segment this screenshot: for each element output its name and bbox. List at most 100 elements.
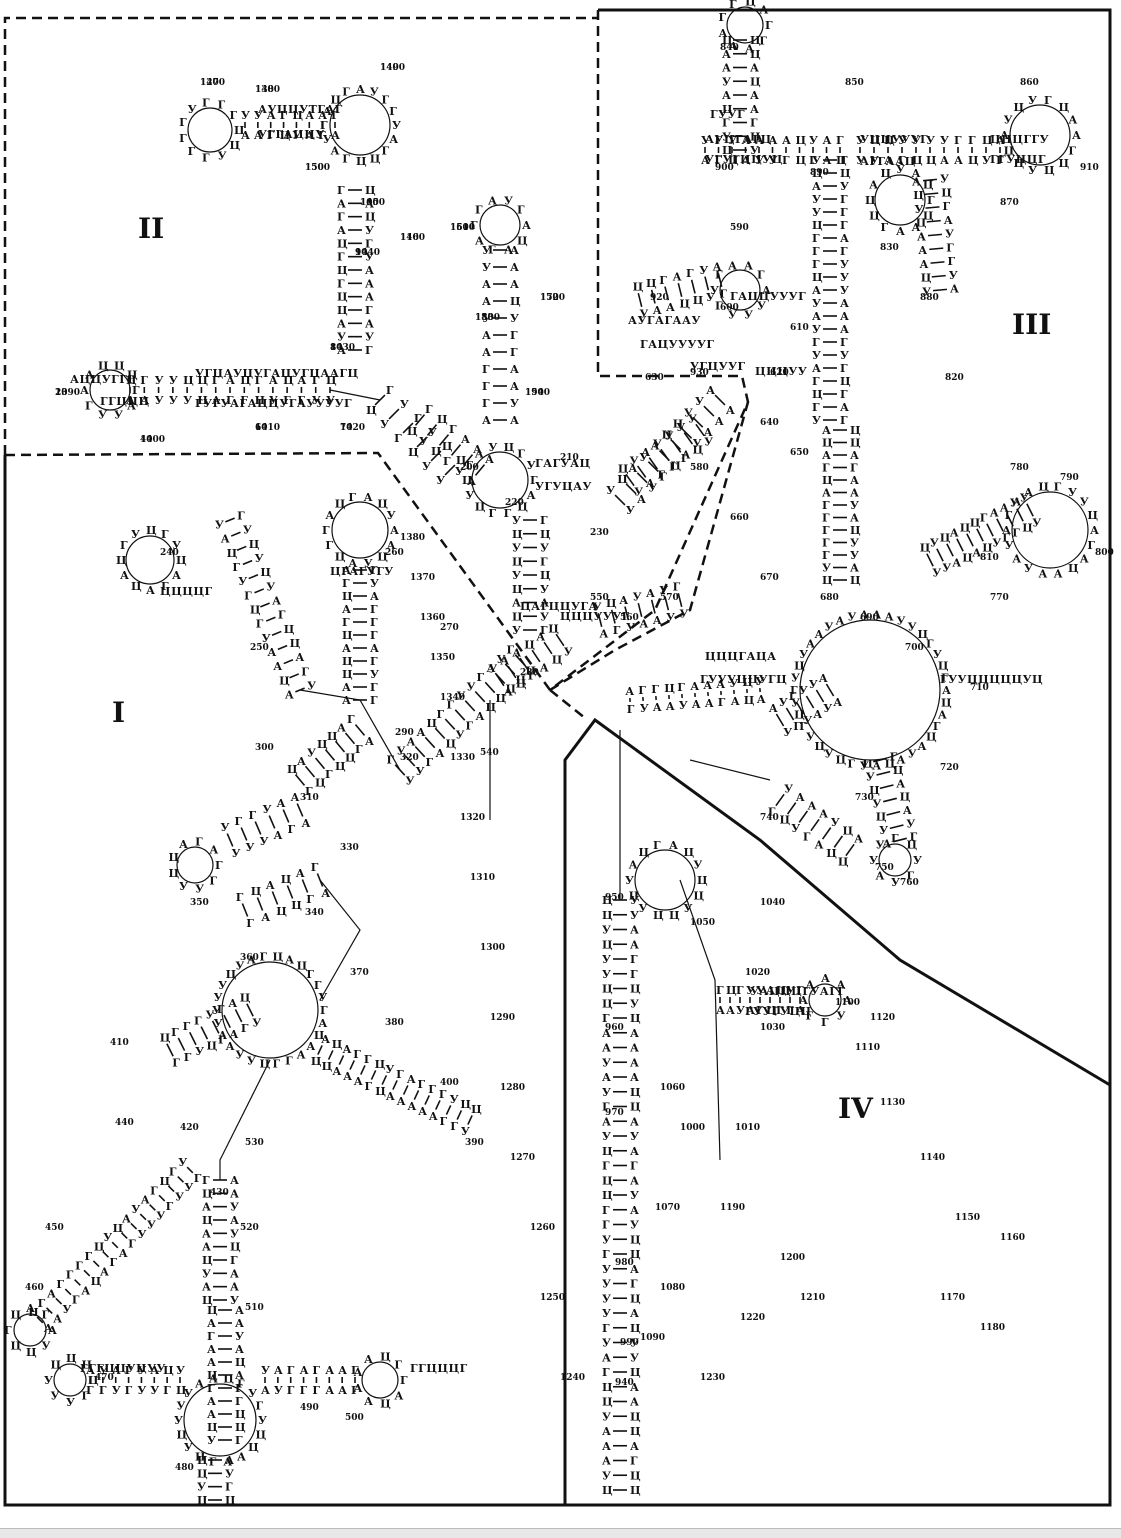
nucleotide: Г [488,507,496,520]
nucleotide: Ц [273,950,284,963]
nucleotide: А [630,1027,639,1040]
base-pair-bond [243,561,252,565]
nucleotide: Г [602,1219,610,1232]
nucleotide: Г [56,1278,64,1291]
nucleotide: А [475,234,484,247]
nucleotide: Ц [207,1304,218,1317]
nucleotide: Г [255,1400,263,1413]
nucleotide: А [510,380,519,393]
nucleotide: А [602,1440,611,1453]
nucleotide: Г [437,708,445,721]
nucleotide: Г [653,839,661,852]
nucleotide: Ц [780,814,791,827]
position-number: 940 [615,1378,634,1388]
nucleotide: Г [881,221,889,234]
nucleotide: Г [169,1166,177,1179]
nucleotide: А [209,844,218,857]
nucleotide: А [504,244,513,257]
nucleotide: У [639,902,648,915]
sequence-fragment: ГАЦЦУУУГ [730,290,806,303]
base-pair-bond [929,248,943,249]
nucleotide: А [230,1174,239,1187]
position-number: 1020 [745,968,770,978]
nucleotide: Г [540,555,548,568]
nucleotide: Г [812,245,820,258]
sequence-fragment: УГЦАУЦУГАЦУГЦААГЦ [195,367,359,380]
nucleotide: У [318,991,327,1004]
base-pair-bond [242,904,247,917]
position-number: 450 [45,1223,64,1233]
nucleotide: Ц [1058,157,1069,170]
nucleotide: А [821,972,830,985]
nucleotide: Г [85,399,93,412]
nucleotide: А [896,777,905,790]
nucleotide: Ц [510,295,521,308]
nucleotide: У [812,297,821,310]
nucleotide: Ц [337,264,348,277]
nucleotide: У [812,154,821,167]
base-pair-bond [468,1115,472,1124]
base-pair-bond [159,1195,165,1201]
base-pair-bond [65,1289,71,1295]
nucleotide: У [875,838,884,851]
nucleotide: А [235,1304,244,1317]
nucleotide: У [897,614,906,627]
nucleotide: А [504,686,513,699]
nucleotide: А [629,858,638,871]
nucleotide: А [630,1440,639,1453]
nucleotide: А [302,817,311,830]
nucleotide: Г [482,363,490,376]
nucleotide: Ц [540,528,551,541]
position-number: 950 [605,893,624,903]
base-pair-bond [75,1280,81,1286]
nucleotide: Ц [116,554,127,567]
nucleotide: А [896,225,905,238]
nucleotide: Г [1005,509,1013,522]
nucleotide: У [131,528,140,541]
base-pair-bond [927,554,933,567]
nucleotide: Г [729,0,737,11]
nucleotide: Г [172,1057,180,1070]
nucleotide: Ц [504,441,515,454]
nucleotide: Г [822,512,830,525]
nucleotide: Г [163,1384,171,1397]
nucleotide: А [261,911,270,924]
backbone-strand [690,760,770,780]
nucleotide: А [364,1353,373,1366]
position-number: 1200 [780,1253,805,1263]
loop-backbone [362,1362,398,1398]
nucleotide: А [602,1351,611,1364]
nucleotide: Г [194,1172,202,1185]
nucleotide: А [120,569,129,582]
base-pair-bond [544,642,552,654]
nucleotide: У [784,783,793,796]
position-number: 1060 [660,1083,685,1093]
nucleotide: Г [947,255,955,268]
nucleotide: Ц [284,623,295,636]
nucleotide: Г [850,462,858,475]
nucleotide: Г [166,1200,174,1213]
nucleotide: А [365,264,374,277]
nucleotide: Г [237,509,245,522]
nucleotide: А [630,1145,639,1158]
nucleotide: Ц [248,1441,259,1454]
position-number: 1170 [940,1293,965,1303]
position-number: 1390 [55,388,80,398]
nucleotide: А [235,1343,244,1356]
nucleotide: А [1068,113,1077,126]
nucleotide: А [646,587,655,600]
base-pair-bond [227,834,233,847]
nucleotide: А [229,1028,238,1041]
nucleotide: Ц [630,1469,641,1482]
nucleotide: А [706,384,715,397]
nucleotide: А [854,833,863,846]
nucleotide: А [722,62,731,75]
nucleotide: Г [188,145,196,158]
nucleotide: Г [244,589,252,602]
nucleotide: А [522,219,531,232]
nucleotide: Г [482,380,490,393]
nucleotide: У [942,562,951,575]
base-pair-bond [241,828,247,841]
position-number: 1530 [475,313,500,323]
nucleotide: Г [517,447,525,460]
